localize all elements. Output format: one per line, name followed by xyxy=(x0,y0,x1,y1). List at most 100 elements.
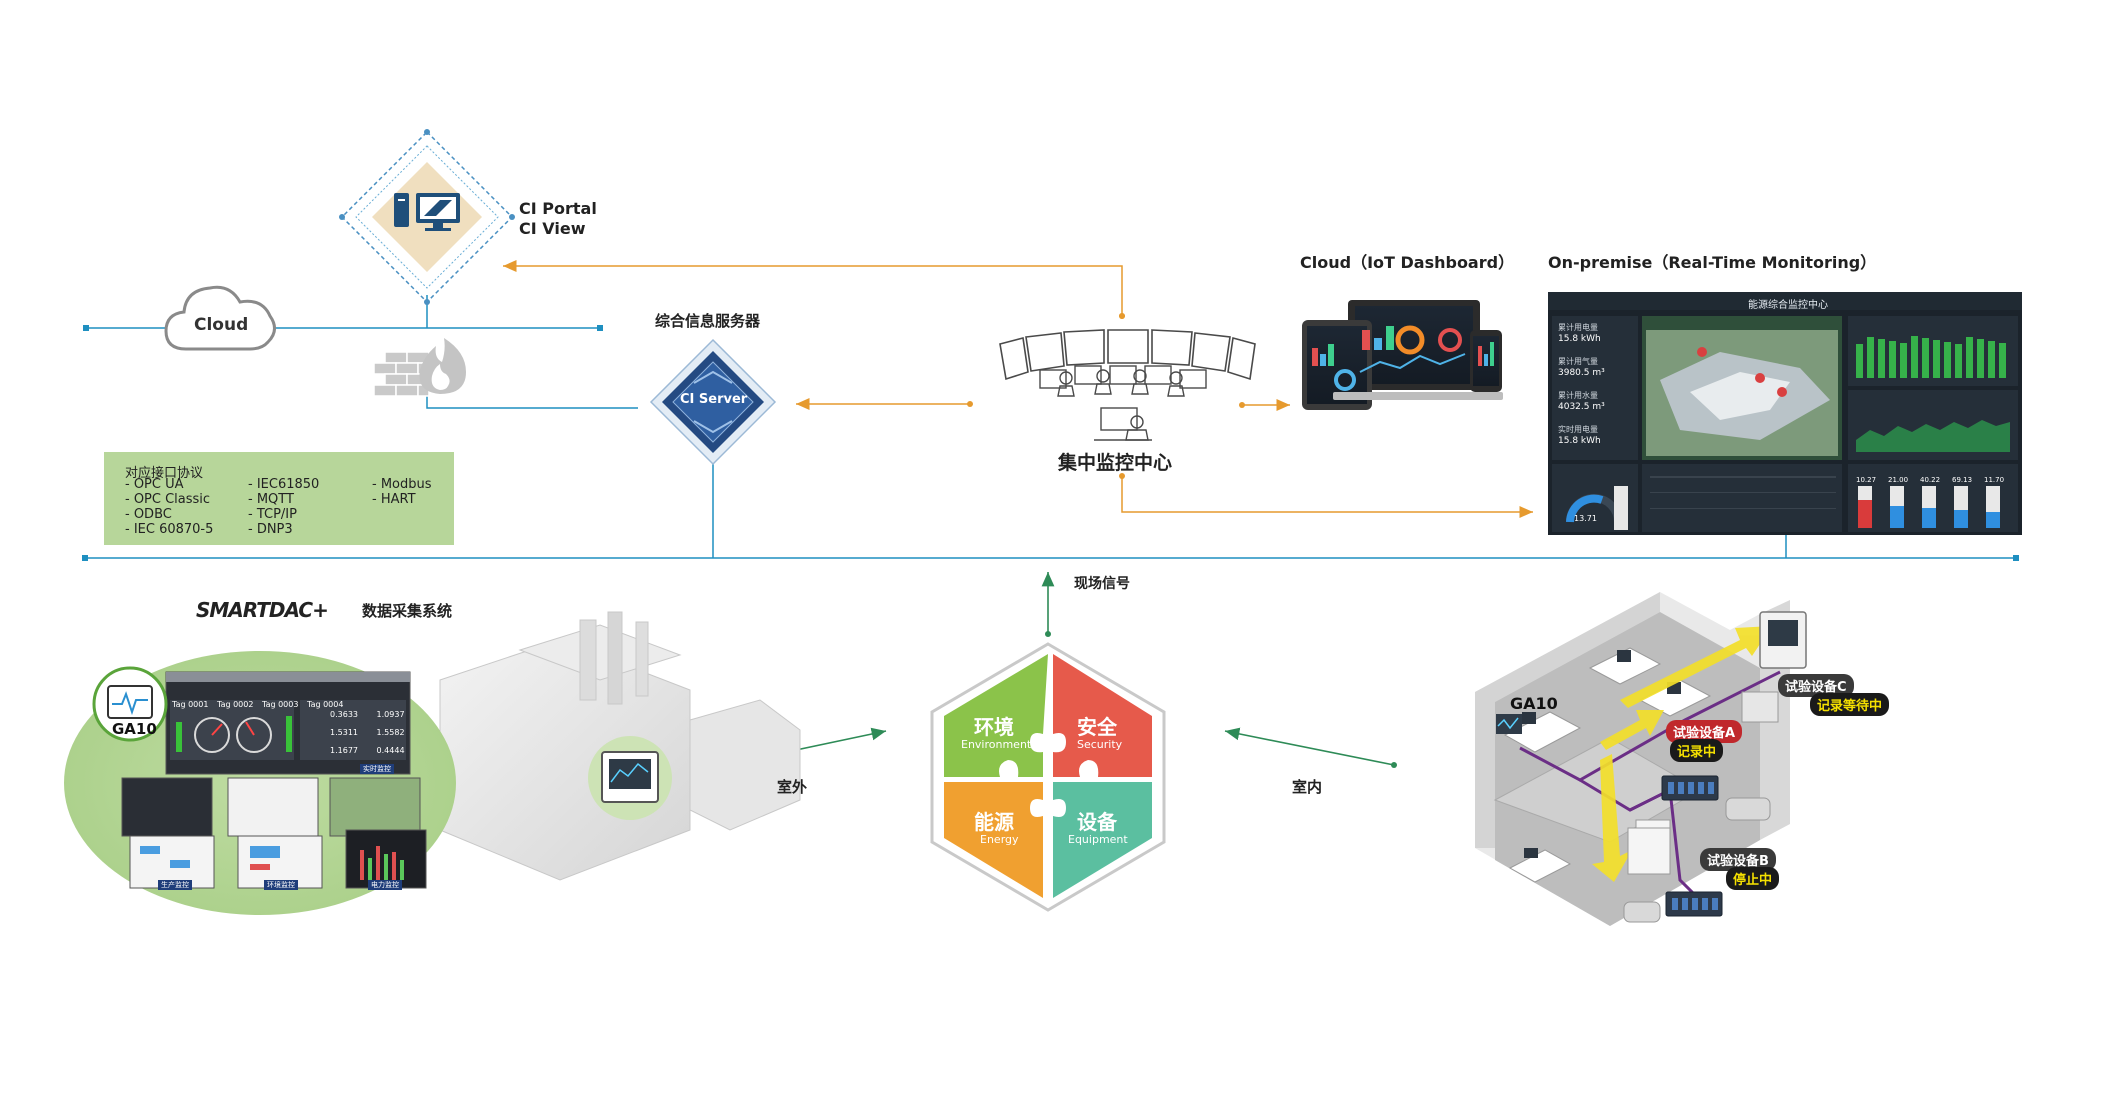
thumb-label: 环境监控 xyxy=(264,880,298,890)
protocol-title: 对应接口协议 xyxy=(125,466,204,481)
control-to-server-arrow xyxy=(796,398,973,410)
onpremise-bar-value: 69.13 xyxy=(1952,476,1973,484)
value-cell: 1.5311 xyxy=(330,728,358,737)
onpremise-bar-value: 11.70 xyxy=(1984,476,2005,484)
tag-label: Tag 0003 xyxy=(262,700,299,709)
ci-view-label[interactable]: CI View xyxy=(519,219,586,238)
onpremise-kpi-label: 实时用电量 xyxy=(1558,425,1598,434)
smartdac-subtitle: 数据采集系统 xyxy=(362,602,453,620)
environment-en: Environment xyxy=(961,738,1032,751)
thumb-label: 生产监控 xyxy=(158,880,192,890)
protocol-item: - ODBC xyxy=(125,507,172,522)
onpremise-kpi-label: 累计用水量 xyxy=(1558,391,1598,400)
onpremise-kpi-value: 4032.5 m³ xyxy=(1558,402,1605,412)
equipment-b-status: 停止中 xyxy=(1726,867,1780,890)
tag-label: Tag 0002 xyxy=(217,700,254,709)
quadrant-equipment xyxy=(1053,782,1152,898)
quadrant-environment xyxy=(944,654,1048,777)
quadrant-energy xyxy=(944,782,1043,898)
smartdac-values: 0.3633 1.0937 1.5311 1.5582 1.1677 0.444… xyxy=(330,706,405,760)
onpremise-kpi-label: 累计用气量 xyxy=(1558,357,1598,366)
protocol-column-2: - IEC61850 - MQTT - TCP/IP - DNP3 xyxy=(248,477,319,537)
onpremise-bar xyxy=(1922,338,1929,378)
protocol-column-1: - OPC UA - OPC Classic - ODBC - IEC 6087… xyxy=(125,477,213,537)
equipment-c-name[interactable]: 试验设备C xyxy=(1778,674,1854,697)
equipment-b-name[interactable]: 试验设备B xyxy=(1700,848,1776,871)
smartdac-tag-header: Tag 0001 Tag 0002 Tag 0003 Tag 0004 xyxy=(172,700,343,709)
ci-server-badge[interactable]: CI Server xyxy=(680,392,748,407)
cloud-icon xyxy=(164,285,276,351)
control-to-onpremise-arrow xyxy=(1119,473,1533,518)
onpremise-bar xyxy=(1867,337,1874,378)
ga10-right-label: GA10 xyxy=(1510,694,1558,713)
realtime-panel-label: 实时监控 xyxy=(360,764,394,774)
smartdac-logo: SMARTDAC+ xyxy=(196,598,329,622)
onpremise-kpi-value: 15.8 kWh xyxy=(1558,436,1601,446)
cloud-label: Cloud xyxy=(194,315,249,335)
value-cell: 1.1677 xyxy=(330,746,358,755)
value-cell: 1.0937 xyxy=(376,710,405,719)
equipment-a-name[interactable]: 试验设备A xyxy=(1666,720,1743,743)
value-cell: 0.4444 xyxy=(376,746,405,755)
field-network-bus xyxy=(82,456,2019,561)
value-cell: 1.5582 xyxy=(376,728,405,737)
control-center-label: 集中监控中心 xyxy=(1058,452,1173,474)
indoor-label: 室内 xyxy=(1292,778,1323,796)
environment-cn: 环境 xyxy=(974,715,1014,739)
onpremise-bar xyxy=(1856,344,1863,378)
onpremise-bar xyxy=(1933,340,1940,378)
onpremise-bar xyxy=(1878,339,1885,378)
onpremise-gauge-value: 13.71 xyxy=(1574,514,1597,523)
onpremise-thermometers xyxy=(1858,486,2000,528)
protocol-column-3: - Modbus - HART xyxy=(372,477,432,507)
equipment-en: Equipment xyxy=(1068,833,1128,846)
control-to-portal-arrow xyxy=(503,260,1125,319)
protocol-item: - DNP3 xyxy=(248,522,293,537)
onpremise-bar-value: 10.27 xyxy=(1856,476,1877,484)
onpremise-bar xyxy=(1977,339,1984,378)
protocol-item: - HART xyxy=(372,492,416,507)
protocol-item: - TCP/IP xyxy=(248,507,297,522)
onpremise-bar xyxy=(1889,341,1896,378)
ga10-left-label: GA10 xyxy=(112,720,157,738)
tag-label: Tag 0004 xyxy=(307,700,344,709)
onpremise-monitoring-screen xyxy=(1548,292,2022,535)
protocol-item: - IEC 60870-5 xyxy=(125,522,214,537)
protocol-item: - IEC61850 xyxy=(248,477,320,492)
quadrant-security xyxy=(1053,654,1152,777)
thumb-label: 电力监控 xyxy=(368,880,402,890)
onpremise-bar xyxy=(1988,341,1995,378)
onpremise-bar xyxy=(1966,337,1973,378)
onpremise-bar xyxy=(1944,342,1951,378)
onpremise-bar xyxy=(1999,343,2006,378)
protocol-box: 对应接口协议 - OPC UA - OPC Classic - ODBC - I… xyxy=(104,452,454,545)
four-domain-hexagon xyxy=(930,642,1166,912)
onpremise-bar xyxy=(1911,336,1918,378)
iot-dashboard-title: Cloud（IoT Dashboard） xyxy=(1300,253,1515,272)
equipment-cn: 设备 xyxy=(1077,810,1117,834)
smartdac-scene xyxy=(64,611,801,915)
protocol-item: - Modbus xyxy=(372,477,432,492)
cloud-network-line xyxy=(83,325,603,331)
security-cn: 安全 xyxy=(1077,715,1117,739)
onpremise-kpi-value: 15.8 kWh xyxy=(1558,334,1601,344)
iot-dashboard-devices xyxy=(1302,300,1503,410)
indoor-arrow xyxy=(1224,727,1397,768)
ci-server-diamond xyxy=(649,338,777,466)
ci-portal-label[interactable]: CI Portal xyxy=(519,199,597,218)
computer-icon xyxy=(394,193,460,231)
protocol-item: - OPC UA xyxy=(125,477,184,492)
tag-label: Tag 0001 xyxy=(172,700,209,709)
onpremise-title: On-premise（Real-Time Monitoring） xyxy=(1548,253,1877,272)
onpremise-bar xyxy=(1900,343,1907,378)
field-signal-arrow xyxy=(1041,572,1055,637)
security-en: Security xyxy=(1077,738,1123,751)
control-room-icon xyxy=(999,313,1256,441)
control-to-cloud-dashboard-arrow xyxy=(1239,399,1290,411)
equipment-a-status: 记录中 xyxy=(1670,739,1724,762)
field-signal-label: 现场信号 xyxy=(1074,576,1130,592)
onpremise-bar-value: 40.22 xyxy=(1920,476,1941,484)
value-cell: 0.3633 xyxy=(330,710,358,719)
onpremise-bar xyxy=(1955,344,1962,378)
